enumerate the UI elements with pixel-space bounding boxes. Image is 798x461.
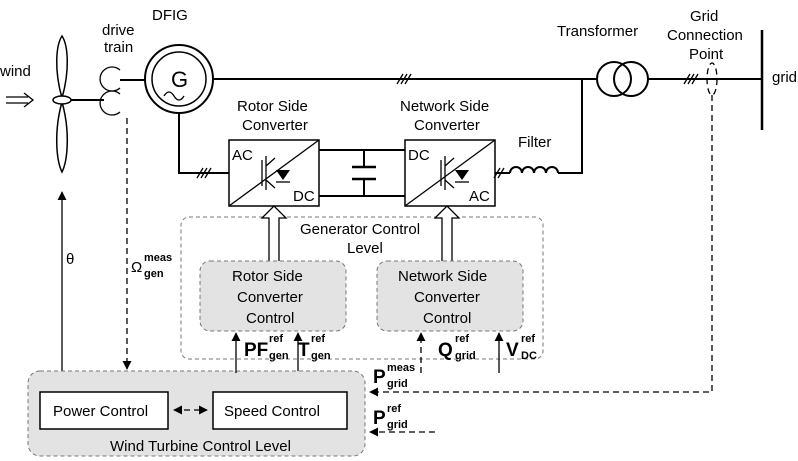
rotor-line xyxy=(178,113,229,174)
power-control-label: Power Control xyxy=(53,403,148,420)
transformer-label: Transformer xyxy=(557,23,638,40)
t-gen-ref-label: T ref gen xyxy=(298,333,331,362)
stator-line-hash xyxy=(396,73,412,85)
network-control-hollow-arrow xyxy=(433,205,461,265)
svg-text:Q: Q xyxy=(438,340,453,361)
turbine-rotor-icon xyxy=(52,34,72,174)
filter-line-out xyxy=(558,79,583,174)
network-control-label-1: Network Side xyxy=(398,268,487,285)
network-side-converter-control-box xyxy=(376,260,524,332)
generator-control-level-box xyxy=(180,216,544,360)
network-converter-dc: DC xyxy=(408,147,430,164)
p-grid-meas-feedback xyxy=(369,95,713,397)
rotor-converter-dc: DC xyxy=(293,188,315,205)
network-side-converter-label-1: Network Side xyxy=(400,98,489,115)
grid-connection-label-1: Grid xyxy=(690,8,718,25)
rotor-converter-ac: AC xyxy=(232,147,253,164)
generator-symbol: G xyxy=(171,67,188,92)
filter-line-hash xyxy=(493,167,505,179)
svg-text:ref: ref xyxy=(269,333,283,345)
rotor-control-label-2: Converter xyxy=(237,289,303,306)
drive-train-label-1: drive xyxy=(102,22,135,39)
network-control-label-2: Converter xyxy=(414,289,480,306)
rotor-side-converter-label-2: Converter xyxy=(242,117,308,134)
filter-inductor-icon xyxy=(509,166,559,174)
svg-text:gen: gen xyxy=(311,350,331,362)
pf-gen-ref-label: PF ref gen xyxy=(244,333,289,362)
svg-text:ref: ref xyxy=(387,403,401,415)
speed-control-label: Speed Control xyxy=(224,403,320,420)
q-grid-ref-label: Q ref grid xyxy=(438,333,476,362)
network-side-converter: DC AC xyxy=(404,139,496,207)
grid-label: grid xyxy=(772,69,797,86)
network-converter-ac: AC xyxy=(469,188,490,205)
filter-label: Filter xyxy=(518,134,551,151)
drive-train-label-2: train xyxy=(104,39,133,56)
svg-text:DC: DC xyxy=(521,350,537,362)
grid-connection-label-3: Point xyxy=(689,46,724,63)
svg-text:T: T xyxy=(298,340,310,361)
svg-text:meas: meas xyxy=(387,362,415,374)
dfig-generator-icon: G xyxy=(144,44,214,114)
svg-text:V: V xyxy=(506,340,519,361)
wind-turbine-control-level-label: Wind Turbine Control Level xyxy=(110,438,291,455)
power-control-box xyxy=(39,391,169,430)
rotor-control-label-1: Rotor Side xyxy=(232,268,303,285)
p-grid-meas-label: P meas grid xyxy=(373,362,415,390)
network-control-label-3: Control xyxy=(423,310,471,327)
svg-text:grid: grid xyxy=(387,419,408,431)
generator-control-level-label-2: Level xyxy=(347,240,383,257)
wind-label: wind xyxy=(0,63,31,80)
omega-gen-meas-label: Ω meas gen xyxy=(131,252,172,280)
grid-line-hash xyxy=(683,73,699,85)
theta-label: θ xyxy=(66,251,74,268)
svg-text:ref: ref xyxy=(311,333,325,345)
rotor-side-converter: AC DC xyxy=(228,139,320,207)
svg-text:P: P xyxy=(373,408,386,429)
svg-text:Ω: Ω xyxy=(131,259,142,276)
svg-text:P: P xyxy=(373,367,386,388)
svg-text:grid: grid xyxy=(455,350,476,362)
p-grid-ref-label: P ref grid xyxy=(373,403,408,431)
speed-control-box xyxy=(212,391,348,430)
dc-link xyxy=(319,149,405,197)
svg-text:PF: PF xyxy=(244,340,268,361)
v-dc-ref-label: V ref DC xyxy=(506,333,537,362)
dfig-label: DFIG xyxy=(152,7,188,24)
svg-text:gen: gen xyxy=(269,350,289,362)
network-side-converter-label-2: Converter xyxy=(414,117,480,134)
svg-text:ref: ref xyxy=(455,333,469,345)
drive-train-icon xyxy=(71,66,145,116)
svg-text:gen: gen xyxy=(144,268,164,280)
grid-connection-label-2: Connection xyxy=(667,27,743,44)
rotor-control-label-3: Control xyxy=(246,310,294,327)
rotor-control-hollow-arrow xyxy=(260,205,288,265)
rotor-side-converter-label-1: Rotor Side xyxy=(237,98,308,115)
grid-connection-point-marker xyxy=(706,62,718,96)
transformer-icon xyxy=(596,61,649,97)
rotor-line-hash xyxy=(196,167,212,179)
svg-text:ref: ref xyxy=(521,333,535,345)
wind-arrow xyxy=(6,92,35,108)
generator-control-level-label-1: Generator Control xyxy=(300,221,420,238)
svg-text:grid: grid xyxy=(387,378,408,390)
rotor-side-converter-control-box xyxy=(199,260,347,332)
svg-text:meas: meas xyxy=(144,252,172,264)
